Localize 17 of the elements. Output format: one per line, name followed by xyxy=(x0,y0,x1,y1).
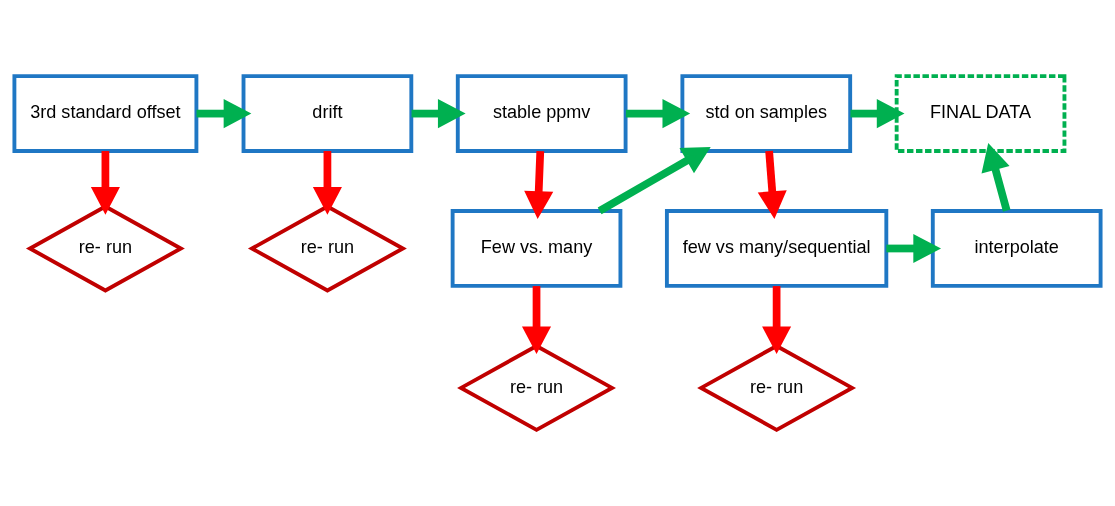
node-box: interpolate xyxy=(930,209,1103,288)
node-diamond: re- run xyxy=(247,204,407,293)
node-box: few vs many/sequential xyxy=(664,209,889,288)
arrow xyxy=(597,146,711,215)
node-box: drift xyxy=(241,74,414,153)
node-diamond: re- run xyxy=(697,343,857,433)
node-box: 3rd standard offset xyxy=(12,74,199,153)
arrow xyxy=(524,150,554,219)
node-box: std on samples xyxy=(680,74,853,153)
node-diamond: re- run xyxy=(25,204,185,293)
node-box: FINAL DATA xyxy=(894,74,1067,153)
node-box: Few vs. many xyxy=(450,209,623,288)
arrow xyxy=(981,143,1011,212)
node-box: stable ppmv xyxy=(455,74,628,153)
arrow xyxy=(757,150,787,219)
arrow xyxy=(625,99,691,129)
node-diamond: re- run xyxy=(457,343,616,433)
